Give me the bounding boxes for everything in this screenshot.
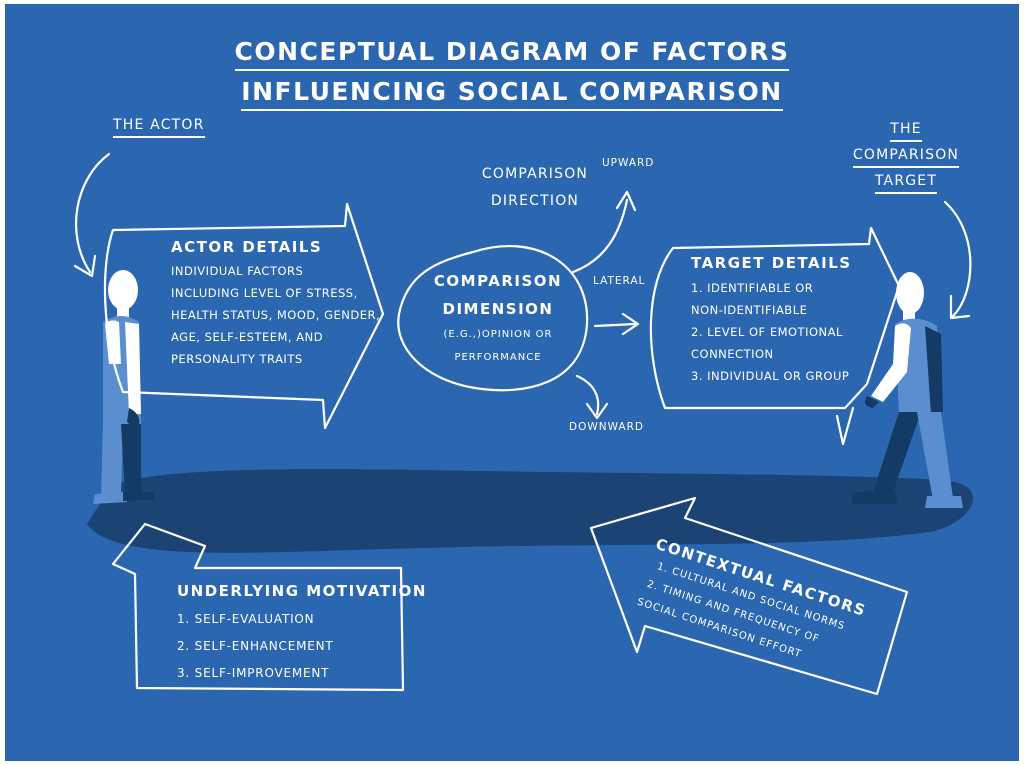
target-label-line-1: The bbox=[890, 121, 922, 142]
underlying-motivation-arrow-outline bbox=[111, 522, 405, 692]
comparison-direction-line-1: Comparison bbox=[481, 166, 589, 182]
comparison-dimension-line-2: Dimension bbox=[442, 300, 554, 318]
target-label-line-2: Comparison bbox=[852, 147, 960, 168]
underlying-motivation-heading: Underlying Motivation bbox=[177, 582, 427, 600]
comparison-direction-label: Comparison Direction bbox=[475, 161, 595, 215]
actor-details-arrow-outline bbox=[103, 202, 385, 430]
page-title-line-2: Influencing Social Comparison bbox=[5, 77, 1019, 111]
actor-curved-arrow-icon bbox=[73, 152, 111, 278]
actor-details-line: Individual factors bbox=[171, 264, 304, 278]
upward-label: Upward bbox=[602, 157, 655, 169]
underlying-motivation-list: 1. Self-evaluation 2. Self-enhancement 3… bbox=[177, 606, 334, 687]
actor-details-line: including level of stress, bbox=[171, 286, 358, 300]
comparison-dimension-line-1: Comparison bbox=[433, 272, 563, 290]
title-line-1: Conceptual Diagram of Factors bbox=[234, 37, 790, 71]
motivation-item: 2. Self-enhancement bbox=[177, 639, 334, 653]
actor-details-line: personality traits bbox=[171, 352, 303, 366]
contextual-factors-arrow-outline bbox=[589, 496, 909, 696]
actor-details-heading: Actor Details bbox=[171, 238, 323, 256]
page-title: Conceptual Diagram of Factors bbox=[5, 37, 1019, 71]
downward-label: Downward bbox=[569, 421, 644, 433]
target-label: The Comparison Target bbox=[851, 116, 961, 194]
comparison-dimension-line-3: (e.g.,)opinion or bbox=[443, 329, 553, 340]
comparison-dimension-outline bbox=[397, 244, 589, 392]
actor-figure-icon bbox=[93, 270, 155, 504]
motivation-item: 1. Self-evaluation bbox=[177, 612, 315, 626]
target-figure-icon bbox=[851, 272, 963, 508]
ground-shadow bbox=[87, 469, 974, 553]
target-label-line-3: Target bbox=[874, 173, 938, 194]
comparison-direction-line-2: Direction bbox=[490, 193, 580, 209]
actor-details-body: Individual factors including level of st… bbox=[171, 260, 380, 370]
motivation-item: 3. Self-improvement bbox=[177, 666, 330, 680]
lateral-arrow-icon bbox=[593, 312, 640, 336]
diagram-graphics bbox=[73, 152, 974, 696]
target-curved-arrow-icon bbox=[943, 200, 972, 320]
target-details-arrow-outline bbox=[649, 226, 901, 410]
lateral-label: Lateral bbox=[593, 275, 646, 287]
target-details-heading: Target Details bbox=[691, 254, 852, 272]
target-details-line: 3. Individual or group bbox=[691, 369, 850, 383]
diagram-canvas: Conceptual Diagram of Factors Influencin… bbox=[5, 4, 1019, 761]
target-details-line: non-identifiable bbox=[691, 303, 808, 317]
upward-arrow-icon bbox=[571, 190, 637, 274]
target-details-line: connection bbox=[691, 347, 774, 361]
downward-arrow-icon bbox=[575, 374, 609, 420]
comparison-dimension-line-4: performance bbox=[454, 352, 542, 363]
target-details-line: 1. Identifiable or bbox=[691, 281, 814, 295]
comparison-dimension-text: Comparison Dimension (e.g.,)opinion or p… bbox=[423, 266, 573, 368]
actor-label: The Actor bbox=[113, 117, 205, 138]
actor-details-line: health status, mood, gender, bbox=[171, 308, 381, 322]
target-details-body: 1. Identifiable or non-identifiable 2. L… bbox=[691, 277, 849, 387]
actor-details-line: age, self-esteem, and bbox=[171, 330, 324, 344]
target-details-line: 2. Level of emotional bbox=[691, 325, 843, 339]
title-line-2: Influencing Social Comparison bbox=[241, 77, 783, 111]
